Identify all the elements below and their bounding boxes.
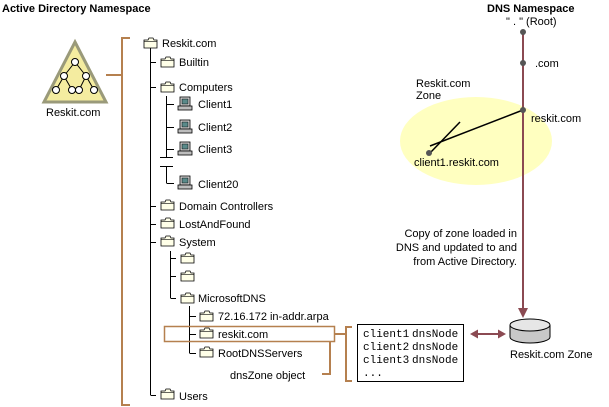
copy-text-line3: from Active Directory.	[413, 256, 517, 268]
folder-icon	[160, 56, 175, 68]
folder-icon	[160, 235, 175, 247]
folder-icon	[160, 388, 175, 400]
zone-label-line1: Reskit.com	[416, 78, 470, 90]
reskit-zone-area	[400, 97, 552, 185]
domain-bracket	[106, 37, 130, 406]
tree-item-lostandfound: LostAndFound	[179, 219, 251, 231]
zone-database-icon	[509, 318, 551, 344]
folder-icon	[160, 199, 175, 211]
folder-icon	[160, 81, 175, 93]
domain-triangle-icon	[41, 38, 109, 104]
dns-com-node	[520, 60, 526, 66]
dnsnode-name-2: client2	[363, 342, 409, 354]
dnsnode-list	[357, 324, 464, 382]
folder-icon	[180, 270, 195, 282]
dnsnode-type-3: dnsNode	[412, 355, 458, 367]
dnsnode-type-1: dnsNode	[412, 329, 458, 341]
computer-icon	[177, 175, 193, 190]
computer-icon	[177, 119, 193, 134]
computer-icon	[177, 96, 193, 111]
dns-namespace-heading: DNS Namespace	[487, 3, 574, 15]
dnsnode-name-1: client1	[363, 329, 410, 341]
tree-item-users: Users	[179, 391, 208, 403]
ad-namespace-heading: Active Directory Namespace	[2, 3, 151, 15]
tree-item-builtin: Builtin	[179, 57, 209, 69]
dnszone-callout	[322, 342, 331, 375]
dnsnode-name-3: client3	[363, 355, 409, 367]
folder-icon	[180, 252, 195, 264]
computer-icon	[177, 141, 193, 156]
copy-text-line1: Copy of zone loaded in	[404, 228, 517, 240]
folder-icon	[199, 346, 214, 358]
zone-database-label: Reskit.com Zone	[510, 349, 593, 361]
tree-item-client2: Client2	[198, 122, 232, 134]
tree-item-reskit-com: Reskit.com	[162, 38, 216, 50]
tree-item-domain-controllers: Domain Controllers	[179, 201, 274, 213]
tree-item-system: System	[179, 237, 216, 249]
dns-tree-lines	[429, 32, 528, 318]
folder-icon	[199, 327, 214, 339]
copy-text-bg	[378, 226, 520, 268]
folder-icon	[143, 37, 158, 49]
dnszone-object-label: dnsZone object	[230, 370, 305, 382]
tree-item-client1: Client1	[198, 99, 232, 111]
dns-root-node	[520, 29, 526, 35]
dns-reskit-node	[520, 107, 526, 113]
tree-item-reverse-zone: 72.16.172 in-addr.arpa	[218, 311, 330, 323]
tree-item-reskit-com-zone: reskit.com	[218, 329, 268, 341]
dns-com-label: .com	[535, 58, 559, 70]
dnsnode-bracket	[345, 326, 352, 382]
folder-icon	[199, 310, 214, 322]
tree-item-microsoftdns: MicrosoftDNS	[198, 293, 266, 305]
dns-root-label: " . " (Root)	[506, 16, 557, 28]
tree-item-client20: Client20	[198, 179, 238, 191]
tree-item-rootdnsservers: RootDNSServers	[218, 348, 303, 360]
domain-icon-label: Reskit.com	[46, 107, 100, 119]
folder-icon	[180, 292, 195, 304]
tree-lines	[150, 48, 196, 396]
dns-client-label: client1.reskit.com	[414, 157, 499, 169]
tree-item-client3: Client3	[198, 144, 232, 156]
dnsnode-ellipsis: ...	[363, 368, 383, 380]
zone-label-line2: Zone	[416, 90, 441, 102]
reskit-zone-highlight	[163, 325, 336, 343]
sync-arrow	[470, 329, 506, 339]
tree-item-computers: Computers	[179, 82, 233, 94]
folder-icon	[160, 217, 175, 229]
dns-client-node	[426, 150, 432, 156]
dns-reskit-label: reskit.com	[531, 113, 581, 125]
copy-text-line2: DNS and updated to and	[396, 242, 517, 254]
dnsnode-type-2: dnsNode	[412, 342, 458, 354]
